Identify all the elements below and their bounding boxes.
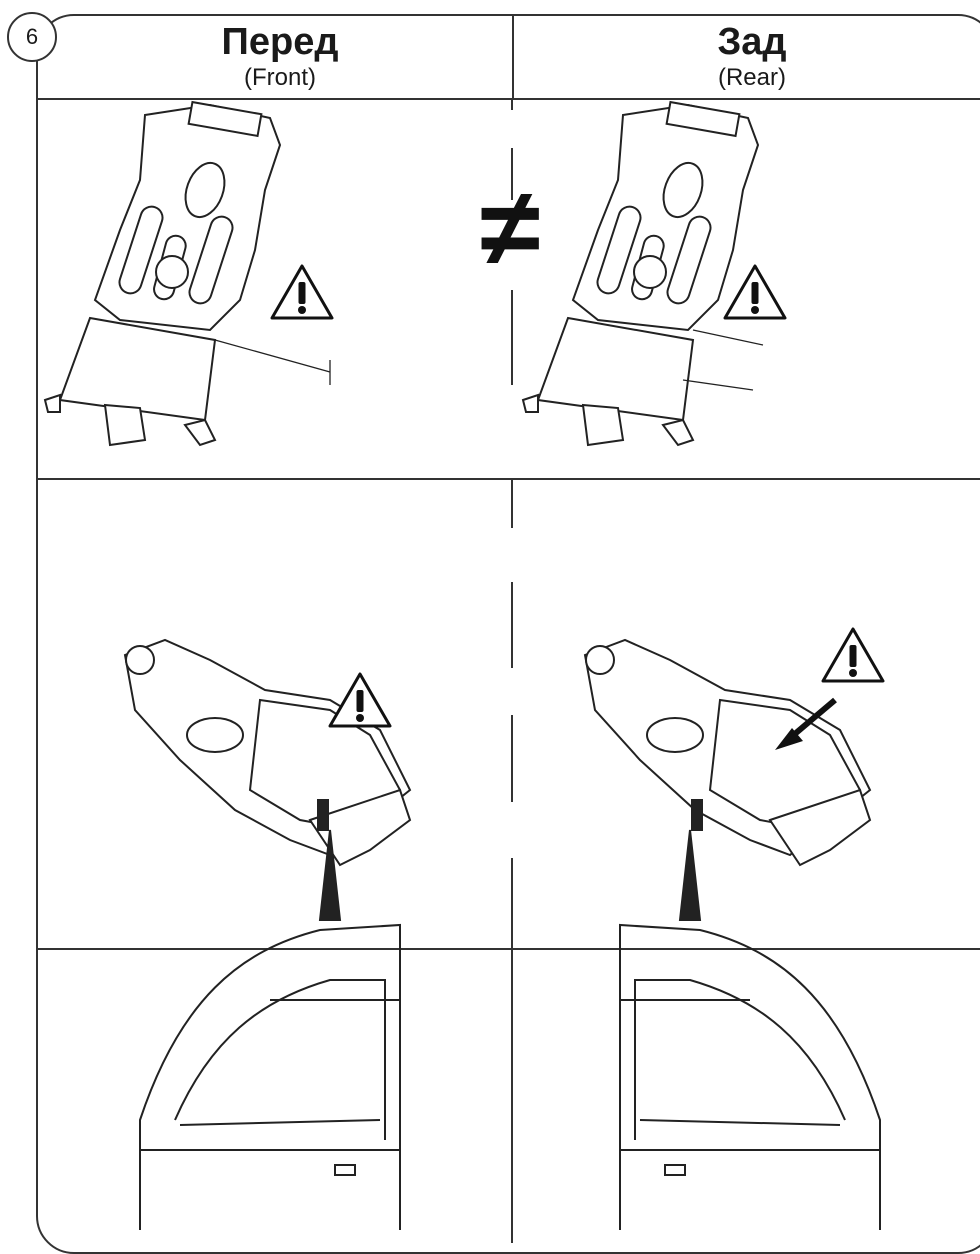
front-subtitle: (Front) — [244, 64, 316, 91]
front-title: Перед — [221, 21, 339, 63]
rear-column-header: Зад (Rear) — [552, 20, 952, 92]
warning-icon — [328, 672, 392, 728]
rear-title: Зад — [717, 21, 787, 63]
step-number-badge: 6 — [7, 12, 57, 62]
not-equal-text: ≠ — [480, 166, 540, 289]
warning-icon — [723, 264, 787, 320]
divider-row2 — [36, 948, 980, 950]
not-equal-symbol: ≠ — [480, 166, 540, 289]
warning-icon — [821, 627, 885, 683]
rear-subtitle: (Rear) — [717, 64, 786, 91]
front-door-diagram — [139, 799, 401, 1231]
front-clamp-diagram — [124, 639, 411, 866]
warning-icon — [270, 264, 334, 320]
arrow-icon — [775, 697, 837, 750]
divider-header — [36, 98, 980, 100]
rear-bracket-diagram — [522, 101, 764, 447]
divider-row1 — [36, 478, 980, 480]
rear-door-diagram — [619, 799, 881, 1231]
front-bracket-diagram — [44, 101, 331, 447]
divider-vertical-header — [512, 14, 514, 98]
front-column-header: Перед (Front) — [80, 20, 480, 92]
